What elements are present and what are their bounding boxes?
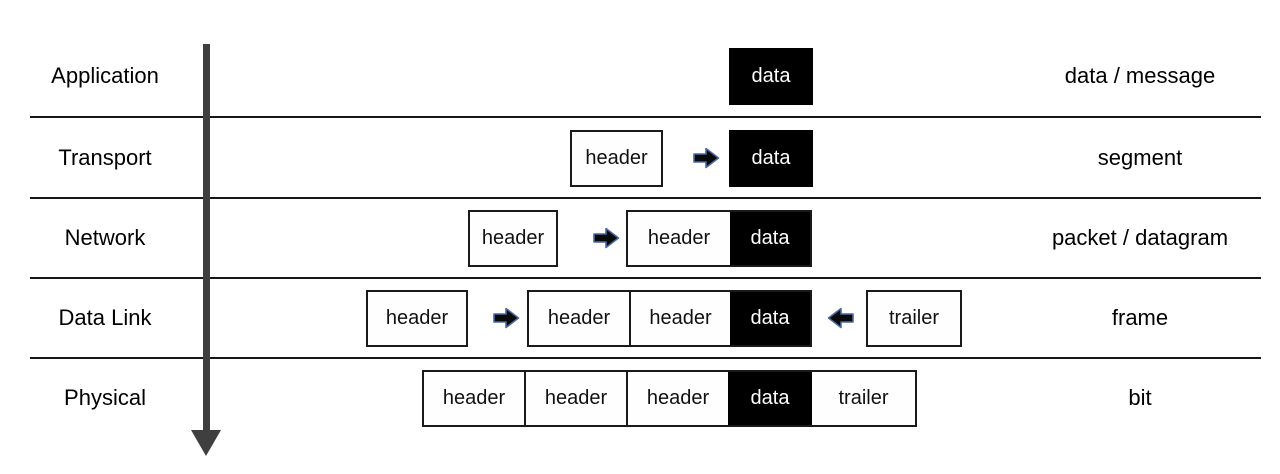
layer-label-physical: Physical bbox=[64, 385, 146, 410]
down-arrow-shaft bbox=[203, 44, 210, 432]
pdu-label-application: data / message bbox=[1064, 63, 1216, 88]
pdu-label-physical: bit bbox=[1128, 385, 1152, 410]
data-box: data bbox=[729, 48, 813, 105]
data-segment: data bbox=[728, 372, 812, 425]
header-box: header bbox=[468, 210, 558, 267]
packet-box: header data bbox=[626, 210, 812, 267]
row-divider bbox=[30, 197, 1261, 199]
pdu-label-transport: segment bbox=[1097, 145, 1183, 170]
header-box: header bbox=[366, 290, 468, 347]
down-arrow-icon bbox=[189, 44, 223, 456]
data-segment: data bbox=[730, 212, 810, 265]
layer-label-data-link: Data Link bbox=[58, 305, 152, 330]
trailer-segment: trailer bbox=[812, 372, 915, 425]
header-segment: header bbox=[628, 212, 730, 265]
right-arrow-icon bbox=[493, 307, 520, 329]
data-box: data bbox=[729, 130, 813, 187]
row-divider bbox=[30, 116, 1261, 118]
row-divider bbox=[30, 277, 1261, 279]
header-segment: header bbox=[626, 372, 728, 425]
pdu-label-network: packet / datagram bbox=[1051, 225, 1229, 250]
trailer-box: trailer bbox=[866, 290, 962, 347]
header-segment: header bbox=[524, 372, 626, 425]
frame-box: header header data bbox=[527, 290, 812, 347]
header-segment: header bbox=[424, 372, 524, 425]
layer-label-network: Network bbox=[64, 225, 146, 250]
left-arrow-icon bbox=[827, 307, 854, 329]
header-segment: header bbox=[629, 292, 730, 345]
right-arrow-icon bbox=[693, 147, 720, 169]
down-arrow-head bbox=[191, 430, 221, 456]
pdu-label-data-link: frame bbox=[1111, 305, 1169, 330]
layer-label-application: Application bbox=[51, 63, 159, 88]
bit-stream-box: header header header data trailer bbox=[422, 370, 917, 427]
layer-label-transport: Transport bbox=[58, 145, 152, 170]
right-arrow-icon bbox=[593, 227, 620, 249]
header-box: header bbox=[570, 130, 663, 187]
data-segment: data bbox=[730, 292, 810, 345]
header-segment: header bbox=[529, 292, 629, 345]
row-divider bbox=[30, 357, 1261, 359]
